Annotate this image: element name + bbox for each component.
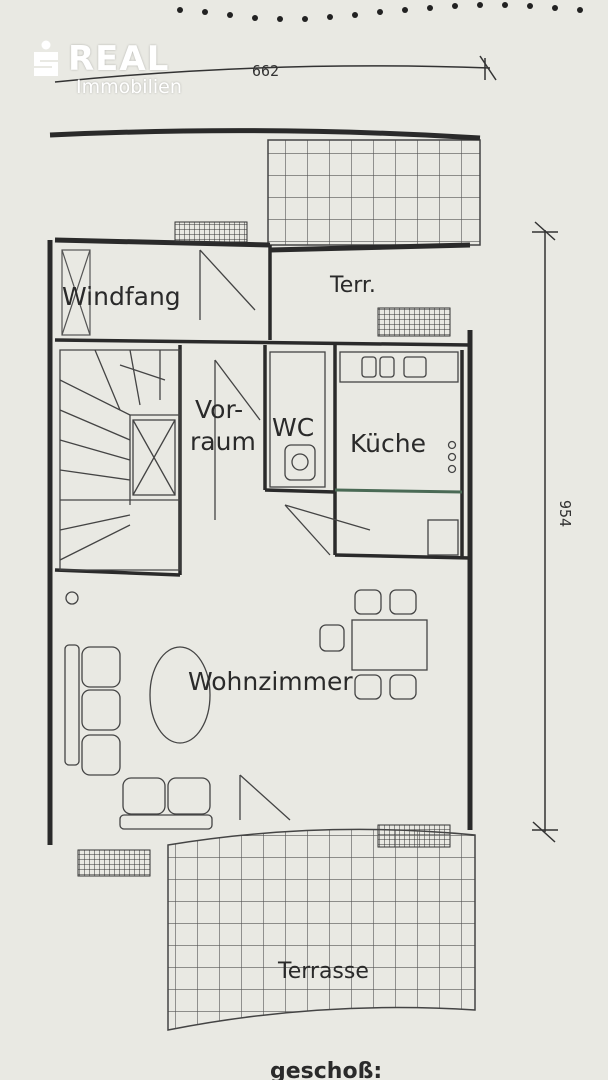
door-swings: [199, 249, 371, 821]
brand-logo: REAL Immobilien: [30, 40, 182, 98]
room-label-wohnzimmer: Wohnzimmer: [188, 667, 353, 696]
room-label-vorraum-1: Vor-: [195, 395, 243, 424]
sparkasse-s-icon: [34, 40, 58, 76]
wc-fixtures: [269, 351, 326, 488]
window-living-left: [77, 849, 151, 877]
staircase: [59, 349, 181, 571]
dining-set: [319, 589, 428, 700]
window-windfang: [174, 221, 248, 243]
kitchen-fixtures: [334, 351, 463, 556]
logo-brand-text: REAL: [68, 39, 170, 79]
room-label-terr: Terr.: [329, 273, 376, 298]
room-label-kueche: Küche: [350, 429, 426, 458]
windfang-cross: [61, 249, 91, 336]
room-label-wc: WC: [272, 413, 314, 442]
logo-subtitle: Immobilien: [76, 76, 182, 98]
room-label-vorraum-2: raum: [190, 427, 256, 456]
outer-walls: [47, 128, 481, 845]
window-terr: [377, 307, 451, 337]
top-dots: [177, 2, 583, 22]
room-label-windfang: Windfang: [62, 282, 181, 311]
upper-balcony-grid: [267, 139, 481, 246]
dimension-width: [54, 55, 497, 83]
living-furniture: [64, 591, 213, 830]
dimension-width-label: 662: [252, 62, 279, 80]
dimension-height: [532, 221, 558, 843]
vorraum-cabinet: [132, 419, 176, 496]
dimension-height-label: 954: [556, 500, 574, 527]
room-label-terrasse: Terrasse: [277, 959, 369, 984]
footer-caption: geschoß:: [270, 1059, 382, 1080]
terrace-grid: [167, 828, 476, 1031]
